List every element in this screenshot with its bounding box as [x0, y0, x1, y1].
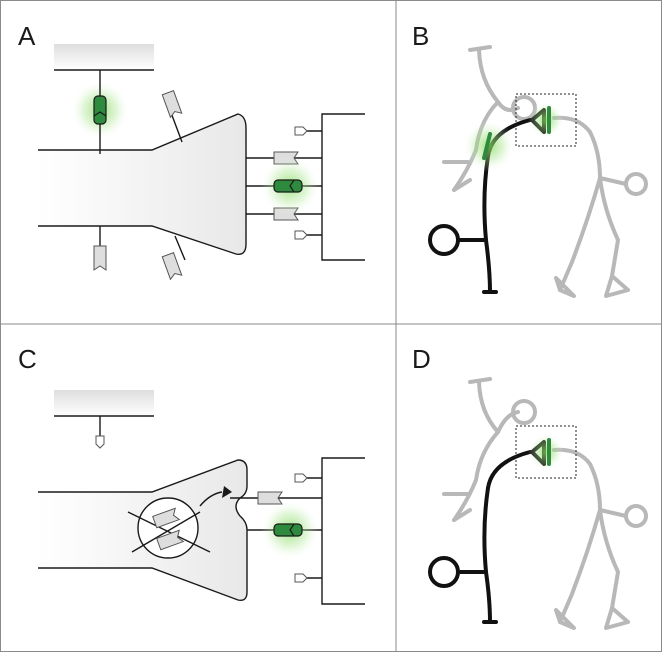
endosome: [137, 497, 199, 559]
soma-outline-a: [38, 114, 246, 255]
presynaptic-terminal-top: [54, 44, 154, 70]
neurotransmitter: [294, 573, 308, 583]
neurotransmitter: [294, 126, 308, 136]
grey-neuron-soma: [624, 172, 648, 196]
presynaptic-terminal-right: [321, 113, 365, 261]
trafficking-arrow: [199, 491, 223, 507]
inactive-receptor: [93, 245, 107, 271]
inset-box: [515, 425, 577, 479]
presynaptic-terminal-top: [54, 390, 154, 416]
panel-a: [38, 44, 365, 280]
inactive-receptor: [161, 252, 183, 280]
neurotransmitter: [294, 473, 308, 483]
grey-neuron-soma: [624, 504, 648, 528]
black-neuron-soma: [428, 224, 460, 256]
inactive-receptor: [257, 491, 283, 505]
grey-neuron-soma: [511, 399, 537, 425]
presynaptic-terminal-right: [321, 457, 365, 605]
active-receptor: [273, 179, 303, 193]
panel-c: [38, 390, 365, 605]
active-receptor: [273, 523, 303, 537]
inactive-receptor: [161, 90, 183, 118]
active-synapse-marker: [482, 132, 492, 160]
neurotransmitter: [95, 435, 105, 449]
panel-label-c: C: [18, 344, 37, 374]
panel-b: [428, 45, 648, 298]
panel-label-b: B: [412, 21, 429, 51]
active-receptor-top: [93, 95, 107, 125]
neurotransmitter: [294, 230, 308, 240]
inset-box: [515, 93, 577, 147]
panel-label-a: A: [18, 21, 36, 51]
black-neuron-soma: [428, 556, 460, 588]
panel-label-d: D: [412, 344, 431, 374]
panel-d: [428, 377, 648, 630]
